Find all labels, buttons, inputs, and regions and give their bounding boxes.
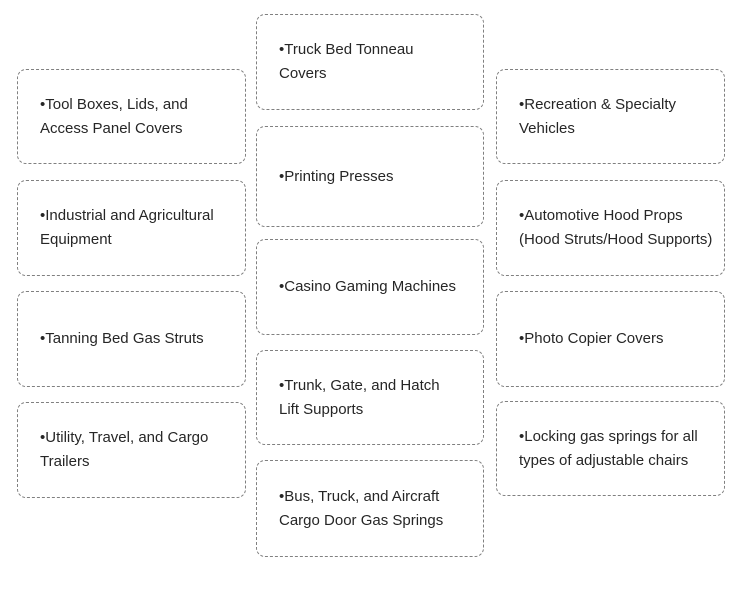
category-box-bus-truck-aircraft: •Bus, Truck, and Aircraft Cargo Door Gas… [256,460,484,557]
category-label-line: •Tool Boxes, Lids, and [40,95,188,113]
category-box-photo-copier: •Photo Copier Covers [496,291,725,387]
category-label-line: Access Panel Covers [40,119,183,137]
category-label-line: types of adjustable chairs [519,451,689,469]
category-label-line: •Truck Bed Tonneau [279,41,414,58]
category-label-line: •Automotive Hood Props [519,207,683,224]
category-box-industrial-agricultural: •Industrial and Agricultural Equipment [17,180,246,276]
category-label-line: Trailers [40,453,90,470]
category-label-line: Equipment [40,231,112,248]
category-box-automotive-hood-props: •Automotive Hood Props (Hood Struts/Hood… [496,180,725,276]
category-label-line: •Trunk, Gate, and Hatch [279,376,440,394]
category-box-printing-presses: •Printing Presses [256,126,484,227]
category-label-line: •Locking gas springs for all [519,427,698,445]
category-label-line: Lift Supports [279,400,364,418]
category-label-line: •Recreation & Specialty [519,95,676,113]
category-box-casino-gaming: •Casino Gaming Machines [256,239,484,335]
category-box-utility-trailers: •Utility, Travel, and Cargo Trailers [17,402,246,498]
category-label-line: •Industrial and Agricultural [40,207,214,224]
category-label-line: •Casino Gaming Machines [279,278,456,295]
category-label-line: •Utility, Travel, and Cargo [40,429,209,446]
category-label-line: •Printing Presses [279,167,394,185]
category-box-locking-gas-springs: •Locking gas springs for all types of ad… [496,401,725,496]
category-label-line: Vehicles [519,119,575,137]
category-box-trunk-gate-hatch: •Trunk, Gate, and Hatch Lift Supports [256,350,484,445]
category-box-truck-bed-tonneau: •Truck Bed Tonneau Covers [256,14,484,110]
category-label-line: •Tanning Bed Gas Struts [40,330,204,347]
category-label-line: •Photo Copier Covers [519,330,664,347]
category-label-line: Cargo Door Gas Springs [279,511,444,529]
category-box-recreation-specialty: •Recreation & Specialty Vehicles [496,69,725,164]
category-box-tanning-bed: •Tanning Bed Gas Struts [17,291,246,387]
category-label-line: (Hood Struts/Hood Supports) [519,231,713,248]
category-label-line: Covers [279,65,327,82]
category-box-tool-boxes: •Tool Boxes, Lids, and Access Panel Cove… [17,69,246,164]
category-label-line: •Bus, Truck, and Aircraft [279,487,440,505]
